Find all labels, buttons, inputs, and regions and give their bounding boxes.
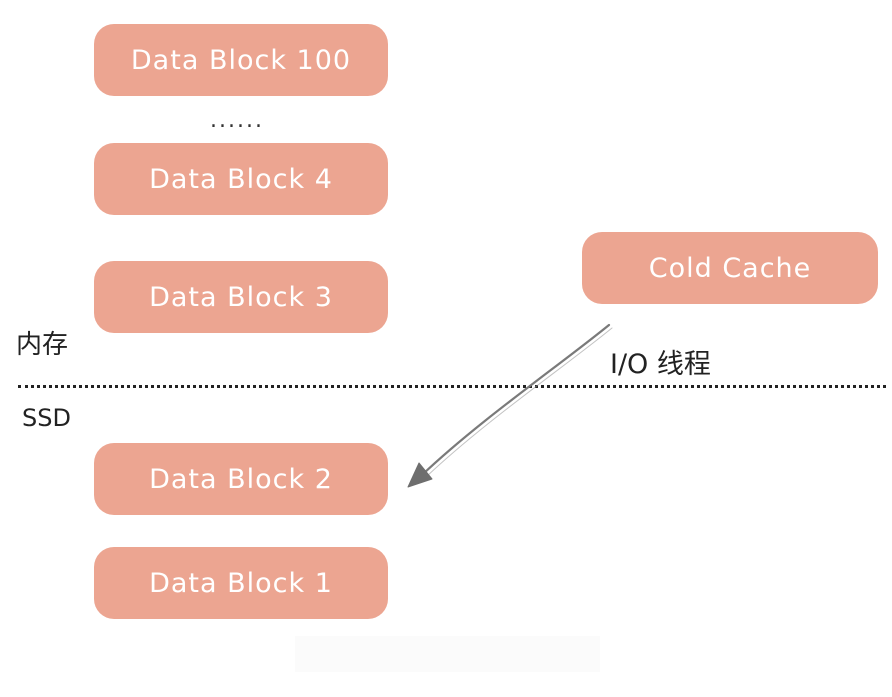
data-block-100: Data Block 100 <box>94 24 388 96</box>
io-arrowhead <box>407 462 433 488</box>
io-arrow-line-shadow <box>424 327 613 479</box>
data-block-1: Data Block 1 <box>94 547 388 619</box>
background-shade <box>295 636 600 672</box>
ellipsis: ...... <box>210 108 264 133</box>
io-arrow-line <box>420 323 611 477</box>
ssd-label: SSD <box>22 404 71 432</box>
memory-ssd-divider <box>18 385 886 388</box>
cold-cache-block: Cold Cache <box>582 232 878 304</box>
memory-label: 内存 <box>16 330 69 360</box>
data-block-4: Data Block 4 <box>94 143 388 215</box>
io-thread-label: I/O 线程 <box>610 349 711 380</box>
data-block-3: Data Block 3 <box>94 261 388 333</box>
data-block-2: Data Block 2 <box>94 443 388 515</box>
